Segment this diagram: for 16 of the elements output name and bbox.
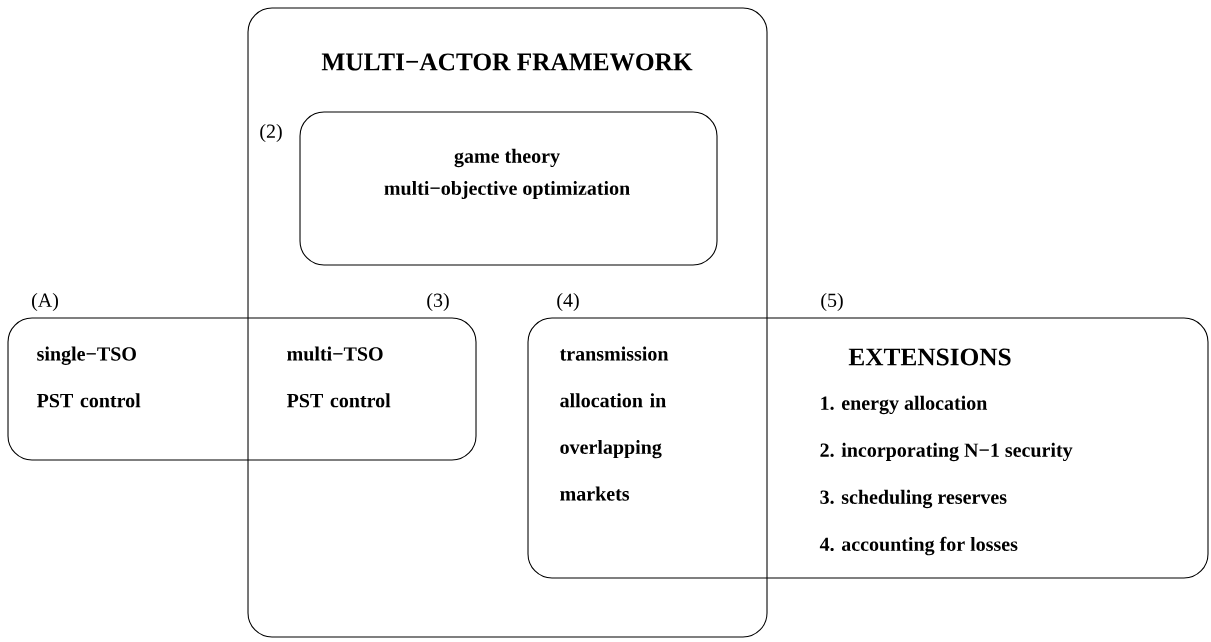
box-text: single−TSO PST control bbox=[36, 346, 141, 408]
list-item: 3. scheduling reserves bbox=[820, 489, 1007, 509]
number-label: (4) bbox=[557, 292, 579, 312]
list-item: 4. accounting for losses bbox=[819, 536, 1018, 556]
number-label: (3) bbox=[427, 292, 449, 312]
heading: MULTI−ACTOR FRAMEWORK bbox=[321, 53, 693, 71]
heading: EXTENSIONS bbox=[848, 348, 1011, 366]
number-label: (A) bbox=[32, 292, 58, 312]
list-item: 2. incorporating N−1 security bbox=[820, 442, 1073, 462]
box-text: transmission allocation in overlapping markets bbox=[559, 346, 669, 501]
method-text: game theory bbox=[454, 148, 560, 168]
list-item: 1. energy allocation bbox=[821, 395, 988, 415]
method-text: multi−objective optimization bbox=[384, 180, 630, 200]
box-text: multi−TSO PST control bbox=[286, 346, 391, 408]
number-label: (5) bbox=[821, 292, 843, 312]
number-label: (2) bbox=[260, 123, 282, 143]
